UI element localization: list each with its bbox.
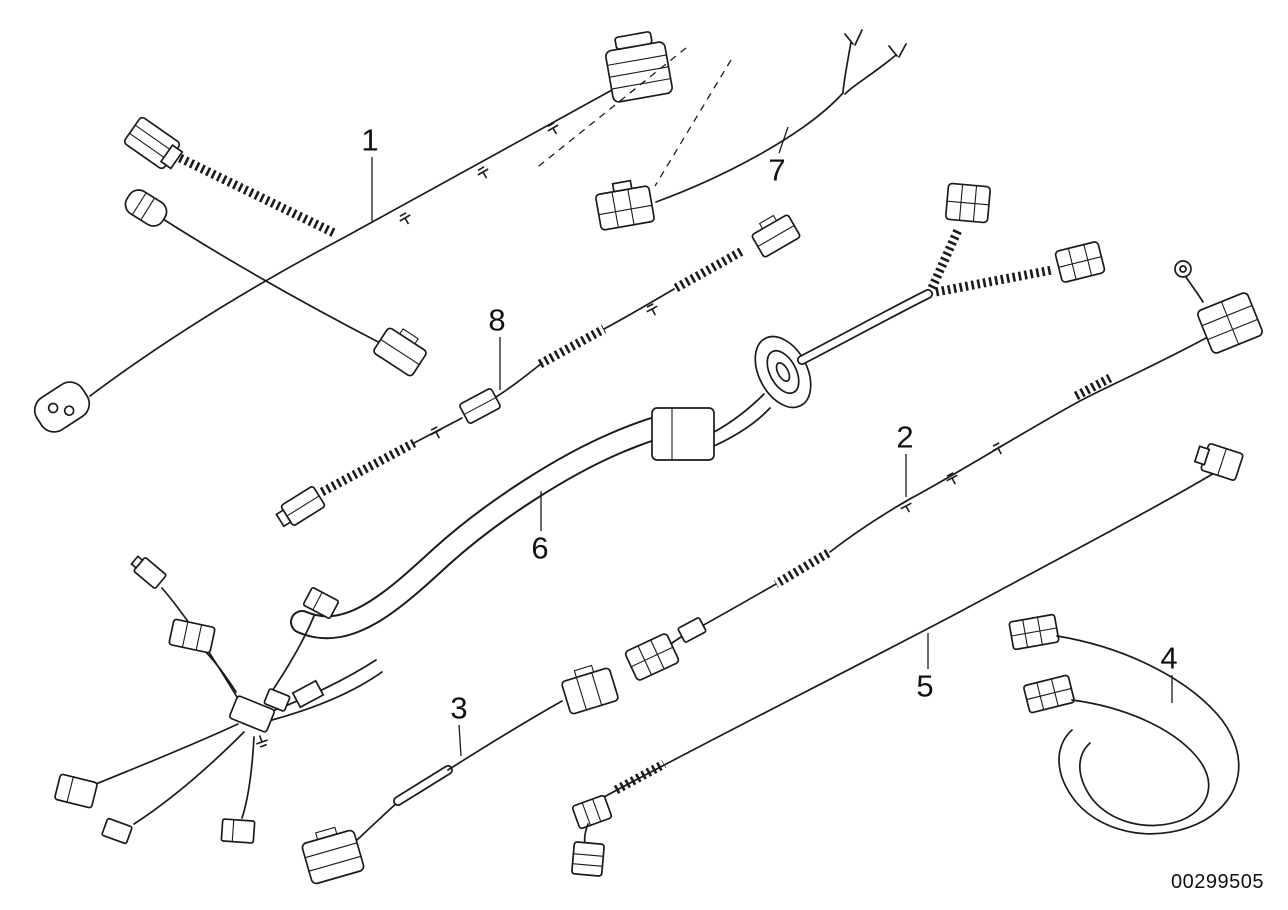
- connector: [595, 179, 655, 231]
- callout-2[interactable]: 2: [896, 419, 914, 455]
- connector: [275, 486, 326, 528]
- connector: [944, 182, 992, 224]
- callout-leader-3: [458, 724, 462, 757]
- junction-sleeve: [229, 695, 275, 733]
- callout-3[interactable]: 3: [450, 690, 468, 726]
- callout-7[interactable]: 7: [768, 152, 786, 188]
- harness-4-drawing: [1008, 613, 1240, 835]
- junction-sleeve: [263, 688, 291, 712]
- connector: [124, 189, 168, 227]
- harness-6-drawing: [290, 182, 1106, 640]
- connector: [571, 841, 605, 877]
- harness-1-drawing: [33, 31, 673, 433]
- callout-leader-lines: [371, 126, 1173, 757]
- callout-6[interactable]: 6: [531, 530, 549, 566]
- connector: [571, 794, 613, 830]
- round-connector: [33, 381, 91, 433]
- connector: [1023, 674, 1075, 714]
- callout-5[interactable]: 5: [916, 668, 934, 704]
- image-number: 00299505: [1171, 871, 1264, 893]
- connector: [624, 633, 680, 681]
- channel-end-bracket: [651, 407, 715, 461]
- connector: [54, 773, 98, 809]
- grommet: [754, 335, 812, 409]
- harness-8-drawing: [275, 214, 801, 528]
- connector: [123, 116, 184, 170]
- connector: [168, 618, 216, 654]
- connector: [301, 826, 365, 885]
- angle-connector: [1193, 443, 1244, 481]
- main-connector: [605, 31, 673, 103]
- connector: [130, 555, 167, 589]
- harness-2-drawing: [624, 260, 1263, 681]
- auxiliary-harness-drawing: [54, 555, 383, 845]
- connector: [373, 327, 427, 377]
- callout-8[interactable]: 8: [488, 302, 506, 338]
- inline-connector: [677, 617, 707, 643]
- harness-5-drawing: [571, 443, 1244, 877]
- connector: [1008, 613, 1060, 651]
- connector: [1197, 292, 1263, 354]
- callout-4[interactable]: 4: [1160, 640, 1178, 676]
- connector: [561, 664, 619, 715]
- harness-3-drawing: [301, 664, 619, 885]
- connector: [220, 818, 256, 844]
- callout-leader-7: [778, 126, 789, 154]
- connector: [751, 214, 801, 258]
- callout-1[interactable]: 1: [361, 122, 379, 158]
- connector: [302, 586, 340, 620]
- harness-7-drawing: [533, 29, 907, 231]
- connector: [1054, 241, 1106, 283]
- wrap-sleeve: [291, 679, 325, 709]
- connector: [101, 817, 133, 845]
